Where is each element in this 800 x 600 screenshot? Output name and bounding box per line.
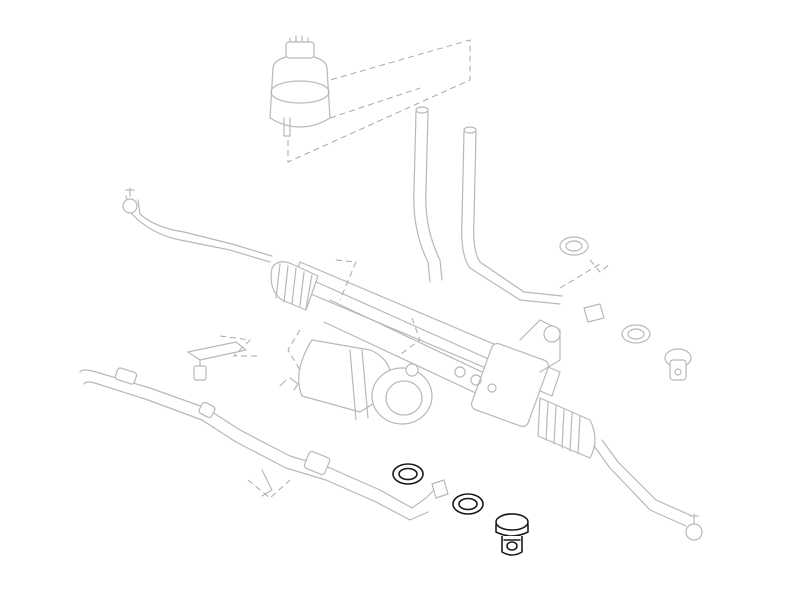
fitting-right xyxy=(583,303,605,323)
right-rack-boot xyxy=(537,397,596,459)
return-hose xyxy=(413,106,443,283)
ring-mid-right xyxy=(621,324,651,344)
ring-upper-right xyxy=(559,236,589,256)
rack-leader-lines xyxy=(287,259,601,371)
left-tie-rod-end xyxy=(122,187,273,263)
pump-bracket xyxy=(187,335,258,381)
steering-rack xyxy=(291,261,561,428)
hose-fitting xyxy=(431,479,449,499)
steering-pump xyxy=(279,339,433,425)
fluid-reservoir xyxy=(269,35,331,137)
reservoir-leader-lines xyxy=(287,39,471,163)
right-leader-lines xyxy=(589,259,611,273)
hollow-banjo-bolt xyxy=(495,513,529,556)
right-tie-rod-end xyxy=(593,439,703,541)
sealing-ring-lower xyxy=(452,493,484,515)
pressure-hose xyxy=(79,367,437,521)
banjo-bolt-right xyxy=(664,348,692,381)
sealing-ring-upper xyxy=(392,463,424,485)
suction-hose xyxy=(461,126,563,305)
left-rack-boot xyxy=(270,261,319,311)
